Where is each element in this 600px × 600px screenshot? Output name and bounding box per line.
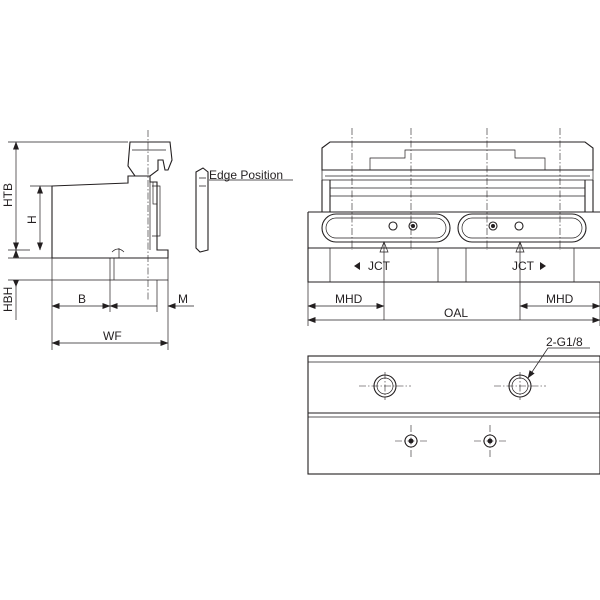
side-view: Edge Position HTB H HBH	[1, 130, 293, 350]
hbh-dimension: HBH	[1, 249, 52, 320]
hbh-label: HBH	[1, 287, 15, 312]
mhd-right-label: MHD	[546, 292, 574, 306]
wf-dimension: WF	[51, 329, 169, 346]
bottom-view-outline	[307, 355, 600, 475]
side-view-clamp	[127, 141, 173, 177]
b-m-dimension: B M	[51, 280, 194, 350]
htb-dimension: HTB	[1, 141, 128, 251]
mhd-left-label: MHD	[335, 292, 363, 306]
front-slot-left	[321, 213, 451, 243]
h-dimension: H	[25, 185, 52, 251]
m-label: M	[178, 292, 188, 306]
wf-label: WF	[103, 329, 122, 343]
oal-label: OAL	[444, 306, 468, 320]
port-label: 2-G1/8	[546, 335, 583, 349]
edge-position-label: Edge Position	[209, 168, 283, 182]
side-view-body	[51, 175, 169, 259]
jct-right-label: JCT	[512, 259, 535, 273]
mhd-oal-dimension: MHD MHD OAL	[307, 282, 600, 326]
front-view: JCT JCT MHD MHD OAL	[307, 128, 600, 326]
h-label: H	[25, 215, 39, 224]
jct-left-label: JCT	[368, 259, 391, 273]
front-view-top	[321, 141, 594, 171]
edge-position-insert	[195, 167, 209, 253]
htb-label: HTB	[1, 183, 15, 207]
bottom-view: 2-G1/8	[307, 335, 600, 475]
b-label: B	[78, 292, 86, 306]
front-slot-right	[457, 213, 587, 243]
